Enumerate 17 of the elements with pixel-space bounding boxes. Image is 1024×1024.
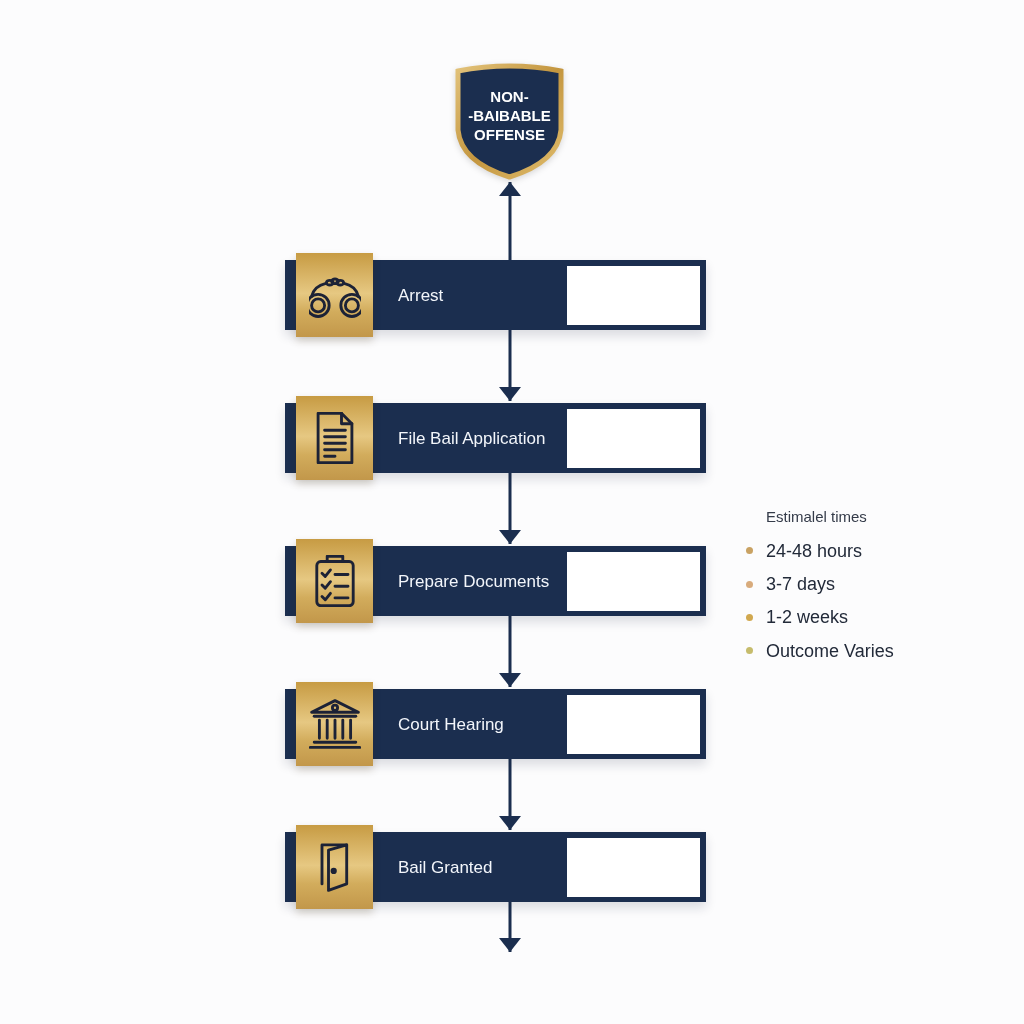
step-label: Arrest <box>398 284 444 306</box>
arrow <box>499 473 521 544</box>
step-label: Bail Granted <box>398 856 493 878</box>
step-label: Prepare Documents <box>398 570 550 592</box>
legend-label: 3-7 days <box>766 573 836 596</box>
badge-title: NON- -BAIBABLE OFFENSE <box>467 86 552 144</box>
legend-label: 1-2 weeks <box>766 606 849 629</box>
step-label: File Bail Application <box>398 427 546 449</box>
arrow <box>499 182 521 260</box>
arrow <box>499 616 521 687</box>
step-label: Court Hearing <box>398 713 504 735</box>
legend-label: 24-48 hours <box>766 539 863 562</box>
legend-label: Outcome Varies <box>766 639 894 662</box>
arrow <box>499 902 521 952</box>
arrow <box>499 330 521 401</box>
legend-title: Estimalel times <box>766 507 867 527</box>
arrow <box>499 759 521 830</box>
